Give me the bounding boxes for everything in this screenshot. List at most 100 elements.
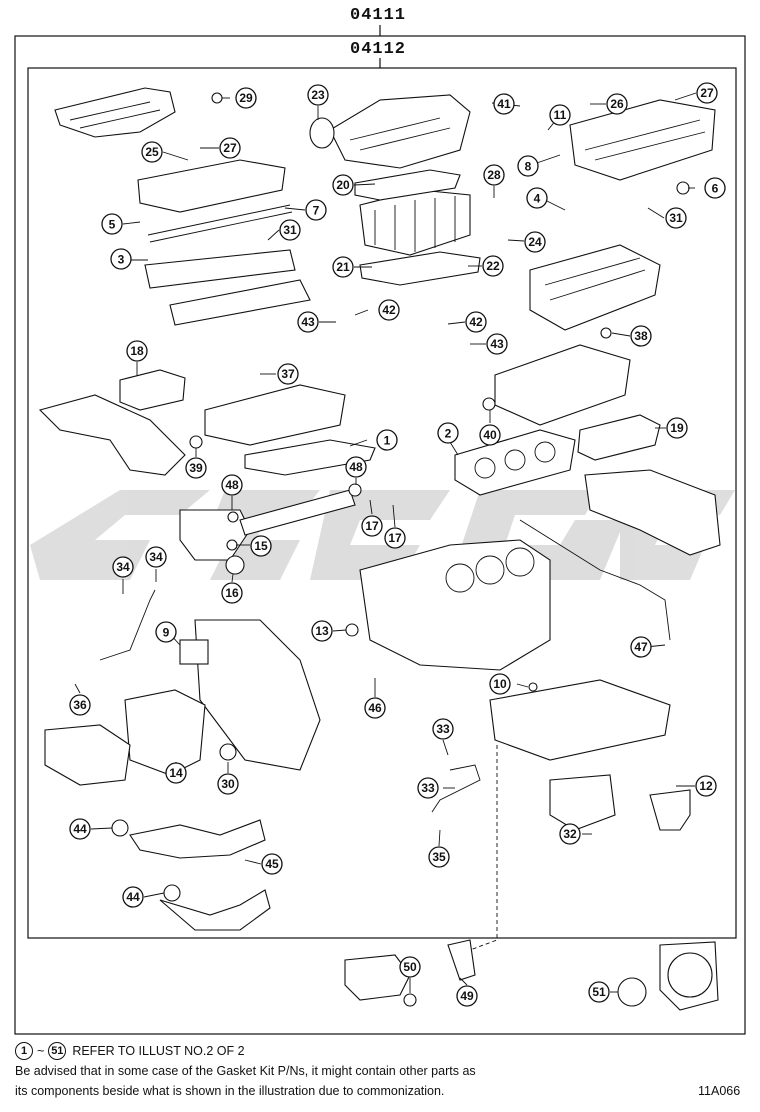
callout-12-label: 12 (699, 779, 713, 793)
rear-oil-seal-51 (617, 977, 647, 1007)
gasket-20 (354, 169, 461, 201)
callout-11: 11 (549, 104, 571, 126)
valve-cover-right (569, 99, 716, 181)
callout-31b-label: 31 (669, 211, 683, 225)
oil-pan-lower (549, 774, 616, 831)
callout-9-label: 9 (163, 626, 170, 640)
callout-4-label: 4 (534, 192, 541, 206)
callout-8: 8 (517, 155, 539, 177)
callout-19: 19 (666, 417, 688, 439)
callout-45-label: 45 (265, 857, 279, 871)
dashed-leader (469, 745, 498, 951)
head-gasket-1 (244, 439, 376, 476)
callout-49: 49 (456, 985, 478, 1007)
exhaust-gasket-18 (119, 369, 186, 411)
range-end-marker: 51 (48, 1042, 67, 1060)
intake-plenum (329, 94, 471, 169)
callout-7: 7 (305, 199, 327, 221)
refer-text: REFER TO ILLUST NO.2 OF 2 (72, 1044, 245, 1058)
commonization-note-line-2: its components beside what is shown in t… (15, 1084, 445, 1098)
callout-1: 1 (376, 429, 398, 451)
callout-18: 18 (126, 340, 148, 362)
callout-22: 22 (482, 255, 504, 277)
callout-7-label: 7 (313, 204, 320, 218)
callout-13-label: 13 (315, 624, 329, 638)
callout-27-b: 27 (219, 137, 241, 159)
callout-17b-label: 17 (388, 531, 402, 545)
callout-3-label: 3 (118, 253, 125, 267)
callout-33-b: 33 (417, 777, 439, 799)
outer-frame (14, 35, 746, 1035)
callout-48a-label: 48 (225, 478, 239, 492)
callout-42b-label: 42 (469, 315, 483, 329)
oil-pan-upper-right (584, 469, 721, 556)
exhaust-gasket-19 (577, 414, 661, 461)
callout-46-label: 46 (368, 701, 382, 715)
callout-11-label: 11 (554, 108, 567, 122)
callout-10-label: 10 (493, 677, 507, 691)
water-pump (344, 954, 411, 1001)
gasket-14 (124, 689, 206, 776)
range-separator: ~ (37, 1044, 45, 1058)
callout-44a-label: 44 (73, 822, 87, 836)
callout-12: 12 (695, 775, 717, 797)
water-pipe (239, 489, 356, 536)
head-gasket-2 (454, 429, 576, 496)
callout-37-label: 37 (281, 367, 295, 381)
callout-49-label: 49 (460, 989, 474, 1003)
oil-pan (489, 679, 671, 761)
callout-13: 13 (311, 620, 333, 642)
callout-31-b: 31 (665, 207, 687, 229)
callout-42a-label: 42 (382, 303, 396, 317)
callout-19-label: 19 (670, 421, 684, 435)
callout-38: 38 (630, 325, 652, 347)
callout-2-label: 2 (445, 427, 452, 441)
callout-41: 41 (493, 93, 515, 115)
callout-43-b: 43 (486, 333, 508, 355)
callout-22-label: 22 (486, 259, 500, 273)
callout-14-label: 14 (169, 766, 183, 780)
cam-cap-row (144, 249, 296, 289)
callout-23: 23 (307, 84, 329, 106)
callout-15-label: 15 (254, 539, 268, 553)
timing-cover (194, 619, 321, 771)
callout-39-label: 39 (189, 461, 203, 475)
assembly-code: 04111 (350, 6, 407, 25)
callout-1-label: 1 (384, 434, 391, 448)
callout-43a-label: 43 (301, 315, 315, 329)
callout-27a-label: 27 (700, 86, 714, 100)
callout-32-label: 32 (563, 827, 577, 841)
callout-51-label: 51 (592, 985, 606, 999)
callout-29: 29 (235, 87, 257, 109)
callout-50: 50 (399, 956, 421, 978)
callout-21: 21 (332, 256, 354, 278)
exploded-parts-diagram: 1 2 3 4 5 6 7 8 9 10 11 12 13 14 15 16 1… (14, 25, 746, 1035)
callout-31a-label: 31 (283, 223, 297, 237)
callout-32: 32 (559, 823, 581, 845)
callout-48-b: 48 (345, 456, 367, 478)
callout-24: 24 (524, 231, 546, 253)
callout-33a-label: 33 (436, 722, 450, 736)
plate-9 (179, 639, 209, 665)
callout-10: 10 (489, 673, 511, 695)
callout-9: 9 (155, 621, 177, 643)
callout-8-label: 8 (525, 160, 532, 174)
callout-27-a: 27 (696, 82, 718, 104)
callout-44-a: 44 (69, 818, 91, 840)
callout-30: 30 (217, 773, 239, 795)
callout-48b-label: 48 (349, 460, 363, 474)
valve-cover-left (54, 87, 176, 138)
callout-24-label: 24 (528, 235, 542, 249)
callout-25: 25 (141, 141, 163, 163)
callout-17-b: 17 (384, 527, 406, 549)
callout-29-label: 29 (239, 91, 253, 105)
callout-36-label: 36 (73, 698, 87, 712)
bracket-49 (447, 939, 476, 981)
dipstick-tube (519, 519, 671, 641)
callout-6: 6 (704, 177, 726, 199)
callout-14: 14 (165, 762, 187, 784)
callout-44b-label: 44 (126, 890, 140, 904)
commonization-note-line-1: Be advised that in some case of the Gask… (15, 1064, 476, 1078)
callout-15: 15 (250, 535, 272, 557)
callout-37: 37 (277, 363, 299, 385)
